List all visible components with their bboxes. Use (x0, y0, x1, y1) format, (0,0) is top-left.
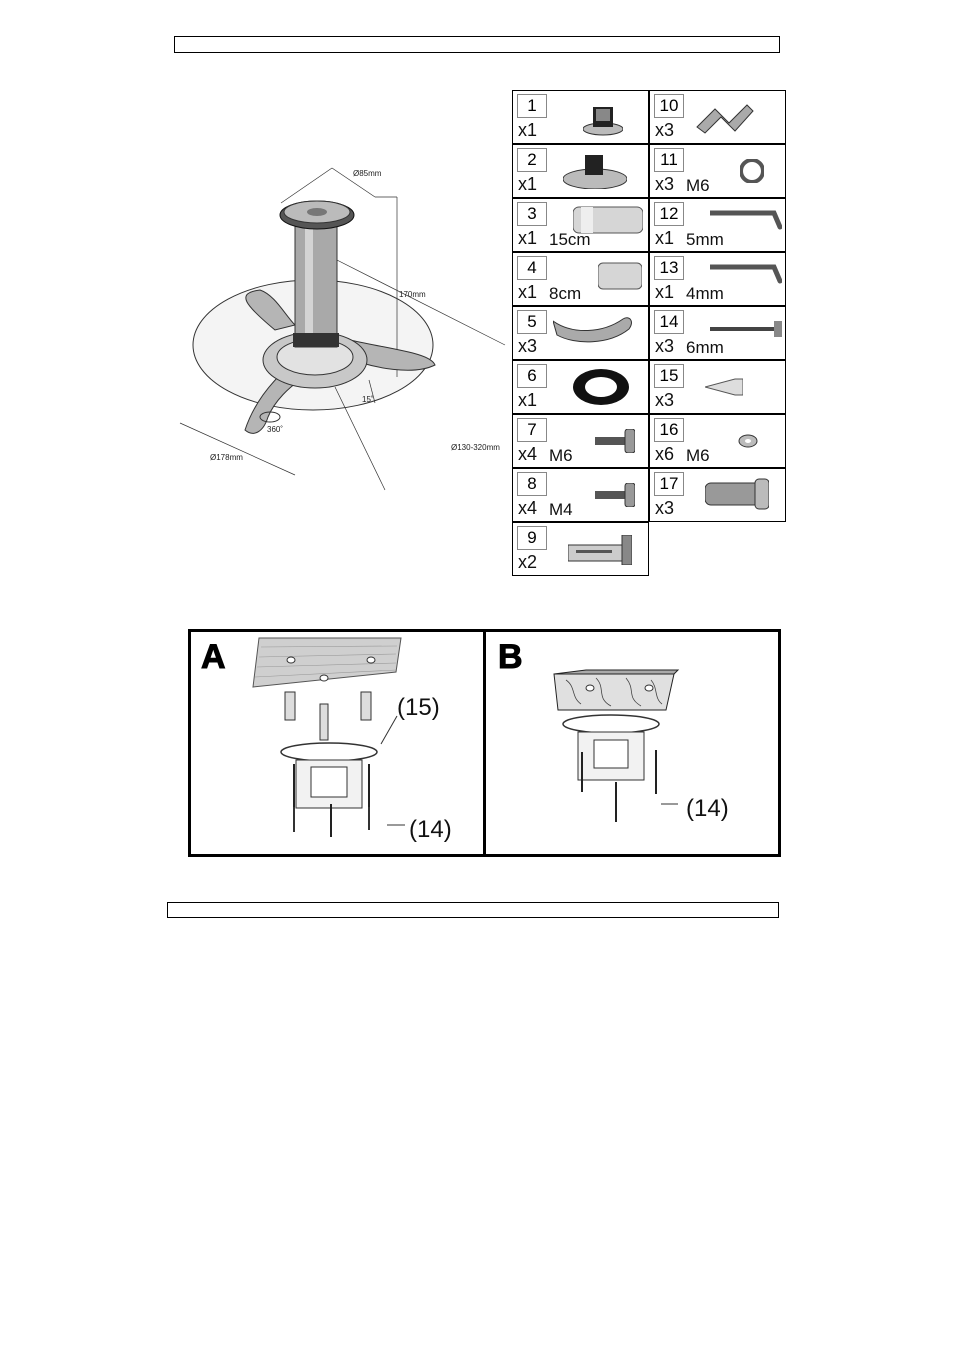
rotation-label: 360˚ (267, 425, 283, 434)
wall-plug-icon (705, 375, 743, 399)
swivel-plate-icon (563, 149, 627, 189)
part-number: 14 (654, 310, 684, 334)
part-quantity: x3 (655, 174, 674, 195)
part-quantity: x4 (518, 444, 537, 465)
short-tube-icon (598, 261, 642, 291)
slotted-bracket-icon (568, 535, 632, 565)
panel-a: A (188, 629, 486, 857)
part-number: 12 (654, 202, 684, 226)
range-diameter-label: Ø130-320mm (451, 443, 500, 452)
part-number: 7 (517, 418, 547, 442)
hex-key-icon (710, 261, 782, 285)
bolt-icon (595, 483, 635, 507)
part-spec: M4 (549, 500, 573, 520)
part-number: 1 (517, 94, 547, 118)
part-quantity: x3 (655, 498, 674, 519)
part-quantity: x1 (518, 282, 537, 303)
flat-washer-icon (738, 433, 758, 449)
part-spec: M6 (686, 176, 710, 196)
part-quantity: x3 (655, 390, 674, 411)
part-quantity: x2 (518, 552, 537, 573)
screw-callout-a: (14) (409, 816, 452, 844)
ring-gasket-icon (573, 369, 629, 405)
part-spec: 4mm (686, 284, 724, 304)
bolt-icon (595, 429, 635, 453)
panel-b: B (14) (483, 629, 781, 857)
spring-washer-icon (740, 159, 764, 183)
curved-arm-icon (553, 313, 635, 345)
part-number: 15 (654, 364, 684, 388)
screw-callout-b: (14) (686, 795, 729, 823)
part-number: 10 (654, 94, 684, 118)
part-quantity: x4 (518, 498, 537, 519)
extension-tube-icon (573, 203, 643, 237)
part-quantity: x1 (518, 228, 537, 249)
part-quantity: x1 (518, 390, 537, 411)
part-number: 2 (517, 148, 547, 172)
footer-frame (167, 902, 779, 918)
part-spec: 6mm (686, 338, 724, 358)
part-spec: M6 (549, 446, 573, 466)
part-number: 11 (654, 148, 684, 172)
mount-diagram: Ø85mm 170mm 15˚ 360˚ Ø178mm Ø130-320mm (175, 155, 510, 500)
part-quantity: x1 (655, 282, 674, 303)
part-number: 13 (654, 256, 684, 280)
assembly-diagram: A (188, 629, 781, 857)
angle-bracket-icon (695, 99, 755, 135)
part-quantity: x3 (655, 120, 674, 141)
header-frame (174, 36, 780, 53)
base-diameter-label: Ø178mm (210, 453, 243, 462)
wall-plug-callout: (15) (397, 694, 440, 722)
part-number: 3 (517, 202, 547, 226)
part-quantity: x3 (518, 336, 537, 357)
hex-key-icon (710, 207, 782, 231)
part-quantity: x3 (655, 336, 674, 357)
part-number: 5 (517, 310, 547, 334)
part-number: 6 (517, 364, 547, 388)
part-number: 8 (517, 472, 547, 496)
part-number: 4 (517, 256, 547, 280)
part-spec: 8cm (549, 284, 581, 304)
part-quantity: x1 (518, 120, 537, 141)
ceiling-plate-with-bracket-icon (583, 99, 623, 139)
wood-screw-icon (710, 319, 782, 339)
top-diameter-label: Ø85mm (353, 169, 381, 178)
part-number: 16 (654, 418, 684, 442)
part-number: 9 (517, 526, 547, 550)
part-spec: M6 (686, 446, 710, 466)
tilt-label: 15˚ (362, 395, 374, 404)
wooden-beam-illustration (486, 632, 778, 854)
part-spec: 5mm (686, 230, 724, 250)
expansion-anchor-icon (705, 475, 769, 513)
part-number: 17 (654, 472, 684, 496)
part-quantity: x1 (655, 228, 674, 249)
part-quantity: x1 (518, 174, 537, 195)
height-label: 170mm (399, 290, 426, 299)
part-quantity: x6 (655, 444, 674, 465)
